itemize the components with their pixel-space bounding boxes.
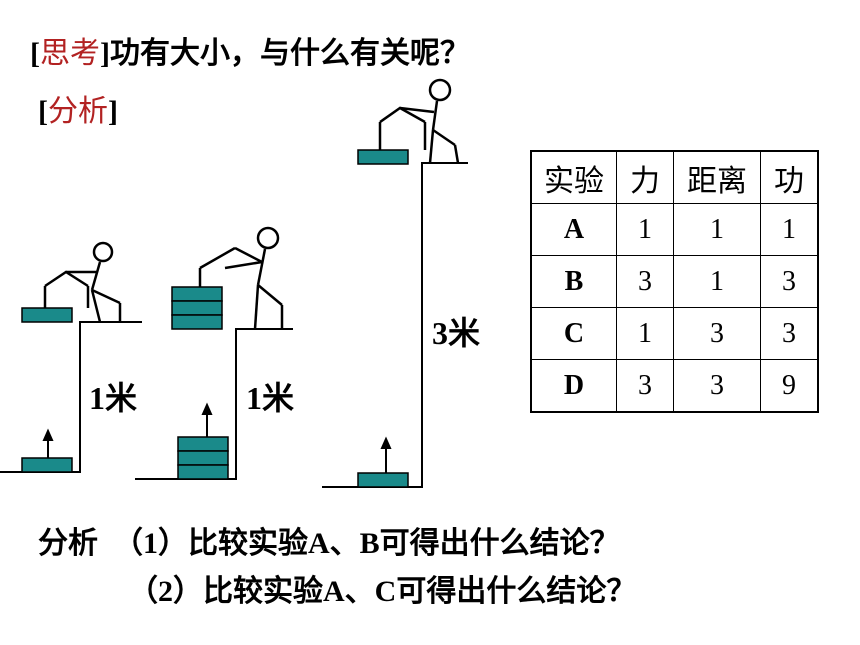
table-row: A 1 1 1 [530, 203, 819, 256]
header-distance: 距离 [673, 150, 761, 204]
cell-work: 9 [760, 359, 819, 413]
boxes [21, 149, 409, 488]
cell-distance: 3 [673, 359, 761, 413]
cell-distance: 3 [673, 307, 761, 360]
row-label: D [530, 359, 617, 413]
title-question: 功有大小，与什么有关呢？ [110, 37, 470, 70]
row-label: B [530, 255, 617, 308]
title-bracket-open: [ [30, 37, 40, 70]
question-2: （2）比较实验A、C可得出什么结论？ [128, 566, 636, 610]
table-row: B 3 1 3 [530, 255, 819, 308]
cell-force: 1 [616, 203, 674, 256]
height-label-scene2: 1米 [246, 380, 295, 416]
analysis-keyword: 分析 [48, 95, 108, 128]
cell-work: 1 [760, 203, 819, 256]
height-label-scene3: 3米 [432, 315, 481, 351]
cell-force: 3 [616, 255, 674, 308]
question-prefix: 分析 [38, 527, 98, 560]
cell-distance: 1 [673, 255, 761, 308]
up-arrows [42, 402, 392, 473]
box-s3-top [357, 149, 409, 165]
table-row: C 1 3 3 [530, 307, 819, 360]
table-row: D 3 3 9 [530, 359, 819, 413]
box-s3-bottom [357, 472, 409, 488]
analysis-bracket-close: ] [108, 95, 118, 128]
title-keyword: 思考 [40, 37, 100, 70]
box-s2-top-stack [171, 286, 223, 330]
title-bracket-close: ] [100, 37, 110, 70]
analysis-heading: [分析] [38, 86, 118, 130]
arrow-up-icon [380, 436, 392, 473]
box-s2-bottom-stack [177, 436, 229, 480]
table-header-row: 实验 力 距离 功 [530, 150, 819, 204]
question-1: 分析 （1）比较实验A、B可得出什么结论？ [38, 518, 620, 562]
arrow-up-icon [201, 402, 213, 437]
analysis-bracket-open: [ [38, 95, 48, 128]
stick-figure-3 [378, 78, 460, 164]
page-title: [思考]功有大小，与什么有关呢？ [30, 28, 470, 72]
cell-work: 3 [760, 307, 819, 360]
box-s1-top [21, 307, 73, 323]
cell-force: 1 [616, 307, 674, 360]
question-2-text: （2）比较实验A、C可得出什么结论？ [128, 575, 637, 608]
cell-work: 3 [760, 255, 819, 308]
stick-figure-2 [198, 226, 284, 330]
header-experiment: 实验 [530, 150, 617, 204]
box-s1-bottom [21, 457, 73, 473]
cell-force: 3 [616, 359, 674, 413]
header-force: 力 [616, 150, 674, 204]
row-label: C [530, 307, 617, 360]
cell-distance: 1 [673, 203, 761, 256]
experiment-table: 实验 力 距离 功 A 1 1 1 B 3 1 3 C 1 3 3 D 3 3 … [530, 150, 819, 413]
arrow-up-icon [42, 428, 54, 458]
header-work: 功 [760, 150, 819, 204]
stick-figure-1 [43, 241, 122, 323]
row-label: A [530, 203, 617, 256]
height-label-scene1: 1米 [89, 380, 138, 416]
question-1-text: （1）比较实验A、B可得出什么结论？ [113, 527, 620, 560]
